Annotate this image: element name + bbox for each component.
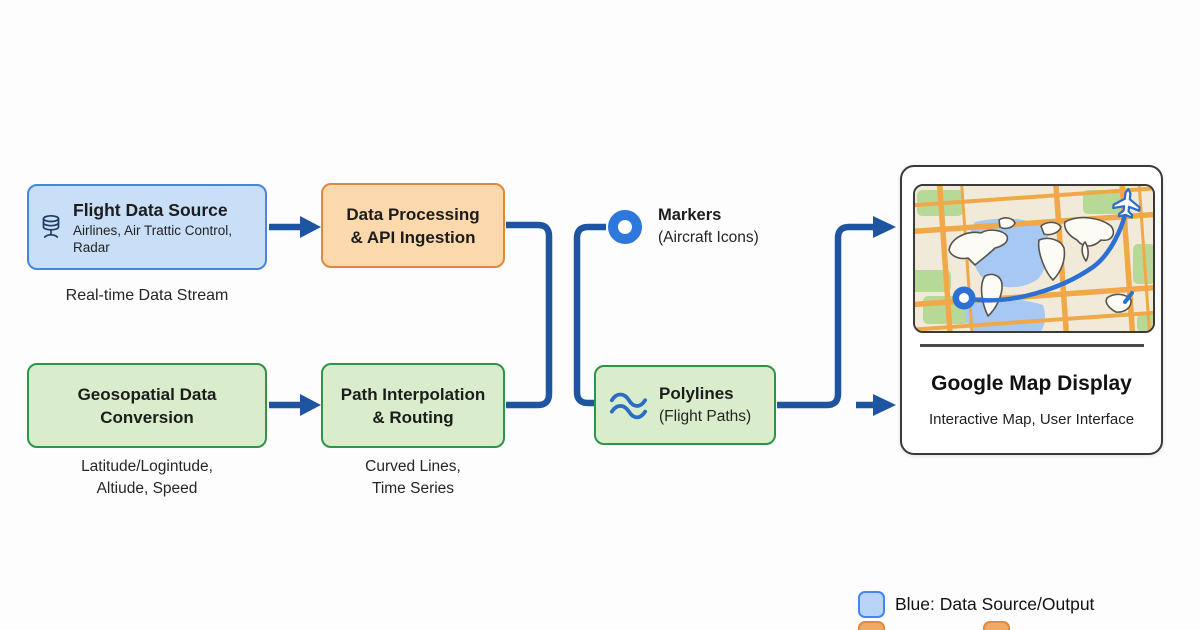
map-card-subtitle: Interactive Map, User Interface bbox=[928, 411, 1135, 428]
map-thumbnail-graphic bbox=[915, 186, 1153, 331]
connector-markers-to-polylines bbox=[573, 223, 606, 407]
path-interpolation-caption-line1: Curved Lines, bbox=[365, 458, 461, 475]
connector-processing-to-interpolation bbox=[506, 221, 553, 409]
caption-geospatial: Latitude/Logintude, Altiude, Speed bbox=[27, 456, 267, 500]
legend-swatch-orange-partial-1 bbox=[858, 621, 885, 630]
geospatial-caption-line2: Altiude, Speed bbox=[96, 480, 198, 497]
flight-data-source-subtitle: Airlines, Air Trattic Control, Radar bbox=[73, 222, 233, 255]
data-processing-line2: & API Ingestion bbox=[350, 227, 476, 247]
legend-row-blue: Blue: Data Source/Output bbox=[858, 591, 1094, 618]
legend-swatch-blue bbox=[858, 591, 885, 618]
database-icon bbox=[42, 214, 60, 238]
markers-title: Markers bbox=[658, 206, 722, 224]
origin-marker-icon bbox=[952, 286, 976, 310]
geospatial-line1: Geosopatial Data bbox=[77, 384, 217, 404]
node-flight-data-source: Flight Data Source Airlines, Air Trattic… bbox=[27, 184, 267, 270]
node-polylines: Polylines (Flight Paths) bbox=[594, 365, 776, 445]
caption-path-interpolation: Curved Lines, Time Series bbox=[321, 456, 505, 500]
path-interpolation-line1: Path Interpolation bbox=[340, 384, 486, 404]
polylines-title: Polylines bbox=[659, 384, 734, 403]
markers-label-group: Markers (Aircraft Icons) bbox=[658, 203, 759, 249]
arrowhead-4 bbox=[873, 394, 896, 416]
geospatial-line2: Conversion bbox=[100, 407, 194, 427]
flight-path-curve bbox=[961, 208, 1129, 303]
map-card-divider bbox=[920, 344, 1144, 347]
arrowhead-3 bbox=[873, 216, 896, 238]
geospatial-caption-line1: Latitude/Logintude, bbox=[81, 458, 213, 475]
connector-polylines-to-map-top bbox=[777, 223, 874, 409]
path-interpolation-caption-line2: Time Series bbox=[371, 480, 455, 497]
waves-icon bbox=[609, 392, 648, 420]
marker-dot-icon bbox=[608, 210, 642, 244]
arrowhead-1 bbox=[300, 216, 321, 238]
legend-swatch-orange-partial-2 bbox=[983, 621, 1010, 630]
caption-realtime-data-stream: Real-time Data Stream bbox=[65, 287, 229, 304]
google-map-display-card: Google Map Display Interactive Map, User… bbox=[900, 165, 1163, 455]
node-geospatial-conversion: Geosopatial Data Conversion bbox=[27, 363, 267, 448]
markers-subtitle: (Aircraft Icons) bbox=[658, 229, 759, 246]
node-data-processing: Data Processing & API Ingestion bbox=[321, 183, 505, 268]
polylines-subtitle: (Flight Paths) bbox=[659, 408, 752, 425]
legend-label-blue: Blue: Data Source/Output bbox=[895, 594, 1095, 614]
world-map-outline bbox=[948, 216, 1132, 317]
data-processing-line1: Data Processing bbox=[346, 204, 480, 224]
arrowhead-2 bbox=[300, 394, 321, 416]
flight-path-dash bbox=[1123, 291, 1134, 304]
node-path-interpolation: Path Interpolation & Routing bbox=[321, 363, 505, 448]
map-thumbnail bbox=[913, 184, 1155, 333]
map-card-title: Google Map Display bbox=[931, 372, 1132, 395]
path-interpolation-line2: & Routing bbox=[372, 407, 454, 427]
airplane-icon bbox=[1112, 187, 1141, 219]
flight-data-source-title: Flight Data Source bbox=[73, 199, 228, 220]
